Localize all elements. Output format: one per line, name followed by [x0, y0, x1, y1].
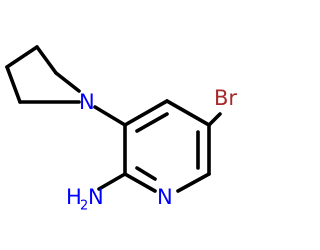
amine-hydrogen: H [66, 185, 82, 209]
bond-c3-c4 [5, 65, 22, 104]
double-bond-c3-c4-inner [135, 112, 169, 133]
bond-c4-c5-ring [165, 99, 211, 127]
bond-c2-c3 [5, 45, 39, 69]
molecule-diagram: Br N N H 2 N [5, 45, 238, 214]
structure-svg: Br N N H 2 N [5, 45, 237, 214]
pyrrolidine-nitrogen-label: N [79, 90, 95, 114]
bond-n1-pyridine [93, 105, 127, 127]
atom-labels: Br N N H 2 N [66, 86, 237, 214]
bond-n-c2-ring [123, 172, 157, 193]
bond-c5-br [207, 112, 222, 127]
amine-label: H 2 N [66, 185, 104, 214]
bond-n1-c1 [54, 71, 81, 93]
bond-c2-nh2 [97, 172, 127, 191]
amine-subscript: 2 [80, 199, 88, 214]
bond-c3-c4-ring [123, 99, 169, 127]
bond-group [5, 45, 222, 193]
bond-c1-c2 [35, 45, 58, 75]
bromine-label: Br [214, 86, 237, 110]
bond-c6-n-ring [176, 172, 211, 193]
pyridine-nitrogen-label: N [157, 185, 173, 209]
amine-nitrogen: N [88, 185, 104, 209]
double-bond-c2-n-inner [135, 166, 157, 181]
